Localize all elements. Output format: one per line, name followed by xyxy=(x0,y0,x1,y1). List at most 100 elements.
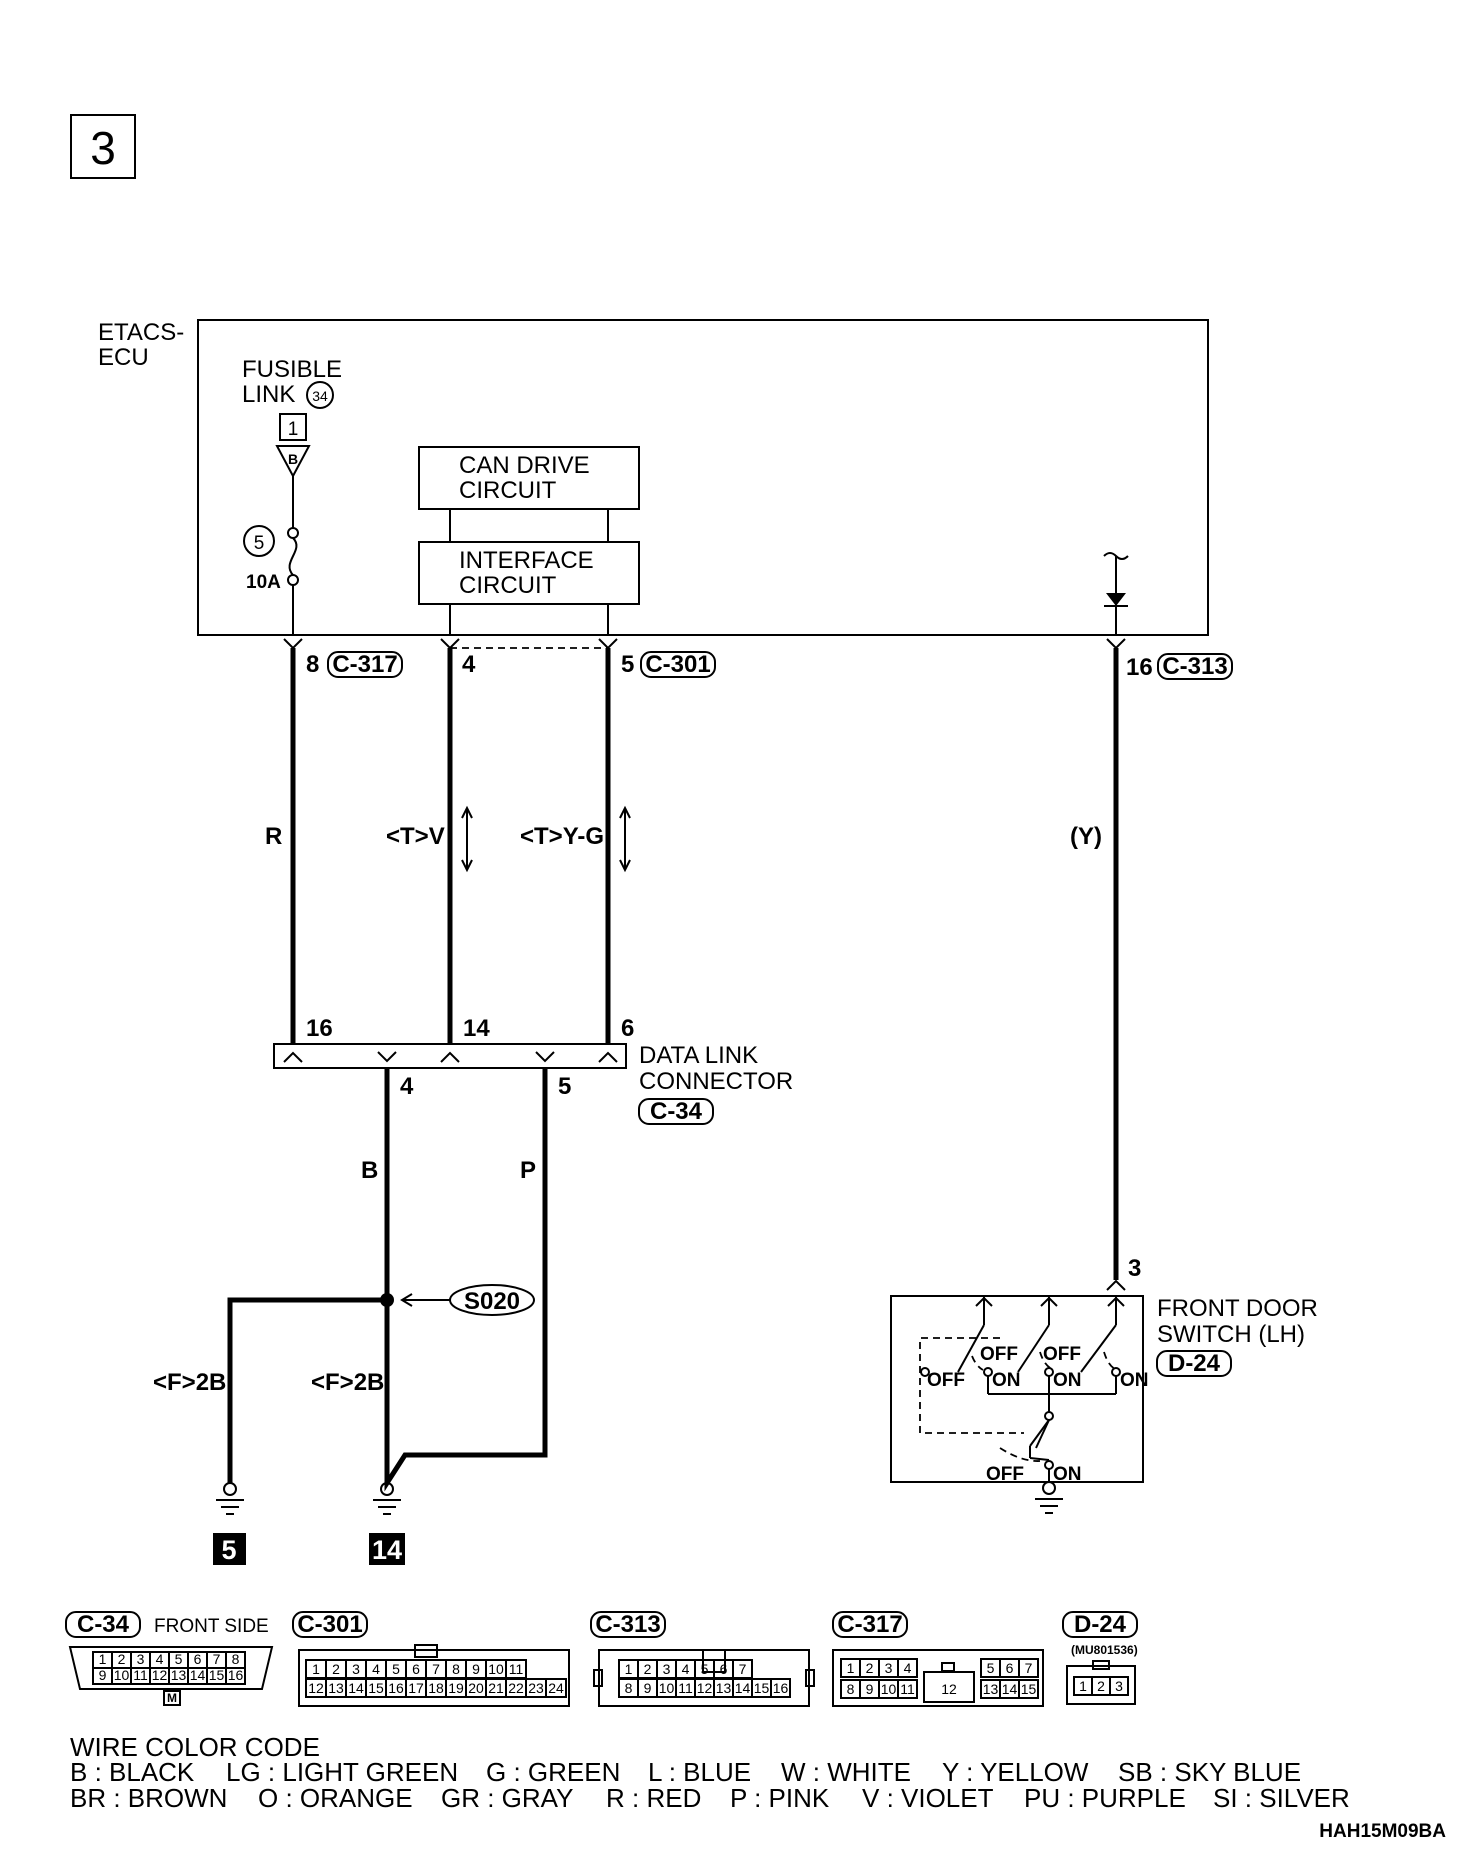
connector-pin-number: 14 xyxy=(1002,1681,1018,1697)
connector-pin-number: 4 xyxy=(156,1651,164,1667)
connector-pin-number: 1 xyxy=(1079,1678,1087,1694)
connector-pin-number: 2 xyxy=(1097,1678,1105,1694)
door-switch-label-1: FRONT DOOR xyxy=(1157,1295,1318,1322)
connector-pin-number: 7 xyxy=(1025,1660,1033,1676)
connector-pin-number: 8 xyxy=(232,1651,240,1667)
door-switch-off-3: OFF xyxy=(1043,1344,1081,1365)
can-drive-circuit-box xyxy=(418,446,640,510)
connector-pin-number: 5 xyxy=(175,1651,183,1667)
c34-key: M xyxy=(167,1691,177,1705)
door-switch-on-4: ON xyxy=(1053,1464,1082,1485)
wire-color-code-title: WIRE COLOR CODE xyxy=(70,1732,320,1762)
fusible-link-number-circle xyxy=(306,381,334,409)
tag-c317 xyxy=(327,651,403,678)
wire-color-entry: BR : BROWN xyxy=(70,1783,227,1813)
etacs-ecu-box xyxy=(197,319,1209,636)
dlc-pin-14: 14 xyxy=(463,1015,490,1042)
connector-pin-number: 9 xyxy=(99,1667,107,1683)
connector-pin-number: 17 xyxy=(408,1680,424,1696)
ecu-pin-4: 4 xyxy=(462,651,476,678)
dlc-label-1: DATA LINK xyxy=(639,1042,758,1069)
c301-connector-face xyxy=(298,1649,570,1707)
can-drive-label-2: CIRCUIT xyxy=(459,477,557,504)
connector-pin-cell xyxy=(225,1667,246,1685)
connector-pin-number: 1 xyxy=(312,1661,320,1677)
fusible-link-number: 34 xyxy=(312,388,328,404)
connector-pin-number: 6 xyxy=(720,1661,728,1677)
d24-part-number: (MU801536) xyxy=(1071,1643,1138,1657)
connector-pin-number: 23 xyxy=(528,1680,544,1696)
wire-label-f2b-left: <F>2B xyxy=(153,1369,226,1396)
connector-pin-cell xyxy=(897,1679,918,1699)
wire-label-tv: <T>V xyxy=(386,823,445,850)
tag-c34 xyxy=(638,1098,714,1125)
connector-pin-number: 1 xyxy=(99,1651,107,1667)
wire-color-entry: B : BLACK xyxy=(70,1757,195,1787)
connector-pin-number: 16 xyxy=(228,1667,244,1683)
data-link-connector xyxy=(273,1043,627,1069)
wire-b-p xyxy=(384,1068,548,1492)
tag-c317-text: C-317 xyxy=(332,651,397,678)
wire-label-tyg: <T>Y-G xyxy=(520,823,604,850)
connector-pin-number: 6 xyxy=(194,1651,202,1667)
connector-pin-number: 12 xyxy=(152,1667,168,1683)
connector-pin-number: 14 xyxy=(735,1680,751,1696)
view-tag-c301-text: C-301 xyxy=(297,1611,362,1638)
connector-pin-number: 15 xyxy=(368,1680,384,1696)
connector-pin-number: 9 xyxy=(472,1661,480,1677)
connector-pin-number: 16 xyxy=(388,1680,404,1696)
c34-connector-face xyxy=(68,1646,274,1690)
tag-c313-text: C-313 xyxy=(1162,653,1227,680)
splice-s020 xyxy=(380,1293,394,1307)
connector-pin-number: 10 xyxy=(114,1667,130,1683)
connector-pin-number: 3 xyxy=(137,1651,145,1667)
ecu-pin-8: 8 xyxy=(306,651,319,678)
ecu-pin-5-chevron xyxy=(598,638,618,650)
view-tag-d24-text: D-24 xyxy=(1074,1611,1127,1638)
wire-label-r: R xyxy=(265,823,282,850)
wire-color-entry: SB : SKY BLUE xyxy=(1118,1757,1301,1787)
connector-pin-cell xyxy=(770,1678,791,1698)
connector-pin-number: 24 xyxy=(548,1680,564,1696)
fusible-link-label-2: LINK xyxy=(242,381,295,408)
ecu-label-1: ETACS- xyxy=(98,319,184,346)
battery-terminal-label: B xyxy=(288,451,298,467)
tag-c301 xyxy=(640,651,716,678)
door-switch-off-2: OFF xyxy=(980,1344,1018,1365)
door-switch-label-2: SWITCH (LH) xyxy=(1157,1321,1305,1348)
connector-pin-number: 4 xyxy=(904,1660,912,1676)
front-door-switch-box xyxy=(890,1295,1144,1483)
interface-label-1: INTERFACE xyxy=(459,547,594,574)
wire-label-y: (Y) xyxy=(1070,823,1102,850)
door-switch-off-4: OFF xyxy=(986,1464,1024,1485)
connector-pin-number: 7 xyxy=(213,1651,221,1667)
door-switch-pin-3: 3 xyxy=(1128,1255,1141,1282)
connector-pin-number: 1 xyxy=(625,1661,633,1677)
connector-pin-number: 22 xyxy=(508,1680,524,1696)
dlc-label-2: CONNECTOR xyxy=(639,1068,793,1095)
door-switch-on-2: ON xyxy=(1053,1370,1082,1391)
connector-pin-number: 20 xyxy=(468,1680,484,1696)
wire-color-entry: R : RED xyxy=(606,1783,701,1813)
connector-pin-number: 6 xyxy=(1006,1660,1014,1676)
wire-color-entry: SI : SILVER xyxy=(1213,1783,1350,1813)
connector-pin-number: 5 xyxy=(701,1661,709,1677)
diode-icon xyxy=(1106,593,1126,606)
fuse-number: 5 xyxy=(254,533,265,554)
wire-label-f2b-right: <F>2B xyxy=(311,1369,384,1396)
view-tag-c313 xyxy=(590,1611,666,1638)
connector-pin-number: 14 xyxy=(348,1680,364,1696)
can-drive-label-1: CAN DRIVE xyxy=(459,452,590,479)
d24-connector-face xyxy=(1066,1665,1136,1705)
connector-pin-number: 11 xyxy=(678,1680,693,1696)
splice-tag xyxy=(449,1284,535,1316)
ground-point-5 xyxy=(213,1533,246,1565)
ground-point-5-text: 5 xyxy=(221,1535,236,1565)
